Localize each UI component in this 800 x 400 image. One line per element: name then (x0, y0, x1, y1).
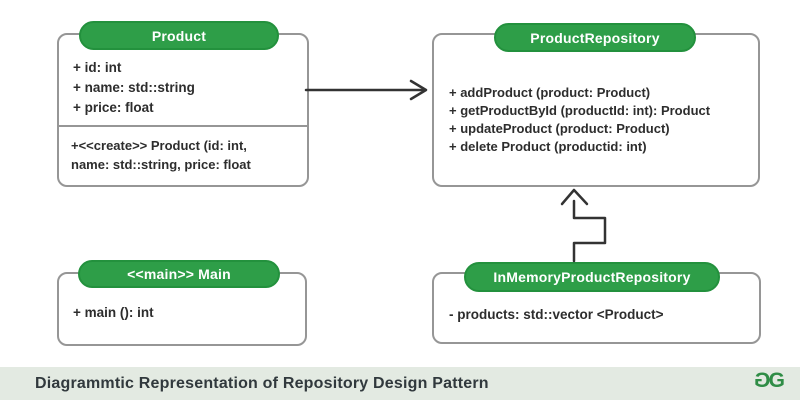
method-line: + delete Product (productid: int) (449, 139, 647, 154)
method-line: name: std::string, price: float (71, 157, 251, 172)
class-box-product-repository: ProductRepository + addProduct (product:… (432, 23, 760, 187)
class-box-main: <<main>> Main + main (): int (57, 260, 307, 346)
product-attributes: + id: int + name: std::string + price: f… (73, 58, 195, 118)
class-title-label: <<main>> Main (127, 266, 231, 282)
class-title-label: ProductRepository (530, 29, 660, 46)
logo-letter: G (768, 369, 785, 392)
attribute-line: + id: int (73, 60, 122, 75)
class-title-product: Product (79, 21, 279, 50)
method-line: +<<create>> Product (id: int, (71, 138, 247, 153)
class-box-in-memory-product-repository: InMemoryProductRepository - products: st… (432, 262, 761, 344)
method-line: + getProductById (productId: int): Produ… (449, 103, 711, 118)
logo-letter-mirrored: G (754, 369, 771, 392)
inheritance-arrow-inmemory-to-repository (560, 188, 607, 263)
in-memory-attributes: - products: std::vector <Product> (449, 305, 664, 325)
attribute-line: + name: std::string (73, 80, 195, 95)
caption-bar: Diagrammtic Representation of Repository… (0, 367, 800, 400)
class-title-in-memory-product-repository: InMemoryProductRepository (464, 262, 720, 292)
method-line: + updateProduct (product: Product) (449, 121, 670, 136)
product-repository-methods: + addProduct (product: Product) + getPro… (449, 84, 710, 156)
class-title-product-repository: ProductRepository (494, 23, 696, 52)
class-box-product: Product + id: int + name: std::string + … (57, 21, 309, 187)
product-methods: +<<create>> Product (id: int, name: std:… (71, 136, 251, 174)
class-title-label: Product (151, 27, 207, 44)
method-line: + addProduct (product: Product) (449, 85, 651, 100)
attribute-line: + price: float (73, 100, 154, 115)
caption-text: Diagrammtic Representation of Repository… (35, 374, 489, 392)
attribute-line: - products: std::vector <Product> (449, 307, 664, 322)
association-arrow-product-to-repository (304, 79, 428, 101)
class-title-label: InMemoryProductRepository (493, 269, 691, 285)
compartment-divider (59, 125, 307, 127)
method-line: + main (): int (73, 305, 154, 320)
main-methods: + main (): int (73, 303, 154, 323)
class-title-main: <<main>> Main (78, 260, 280, 288)
